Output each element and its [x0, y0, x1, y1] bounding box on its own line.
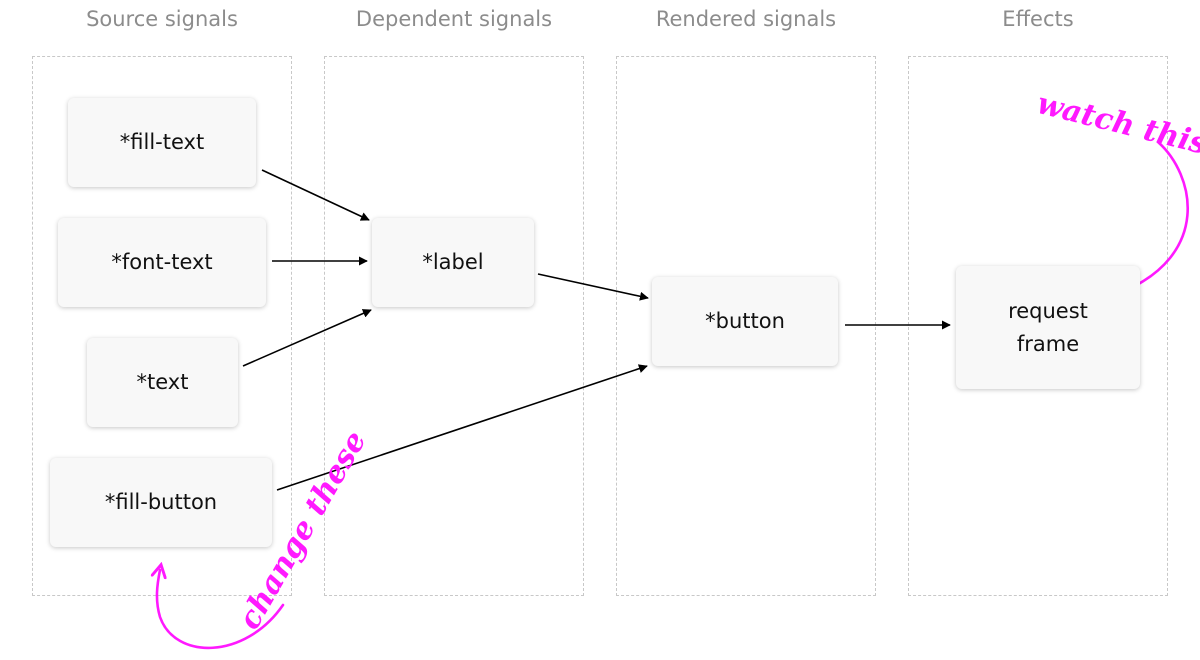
column-title-dependent: Dependent signals: [355, 7, 553, 31]
node-request-frame-line1: request: [1008, 298, 1088, 323]
edge-fill-button-to-button: [276, 364, 648, 491]
column-source: [32, 56, 292, 596]
column-dependent: [324, 56, 584, 596]
node-button-label: *button: [705, 309, 785, 333]
column-title-rendered: Rendered signals: [655, 7, 837, 31]
node-fill-button: *fill-button: [50, 458, 272, 547]
change-these-curve: [157, 570, 285, 650]
node-fill-button-label: *fill-button: [104, 490, 218, 514]
node-font-text: *font-text: [58, 218, 266, 307]
node-fill-text: *fill-text: [68, 98, 256, 187]
column-title-effects: Effects: [1002, 7, 1074, 31]
node-button: *button: [652, 277, 838, 366]
column-rendered: [616, 56, 876, 596]
edge-text-to-label: [242, 309, 372, 367]
edge-fill-text-to-label: [261, 169, 370, 221]
watch-this-curve: [1120, 140, 1189, 293]
node-request-frame: request frame: [956, 266, 1140, 389]
node-text: *text: [87, 338, 238, 427]
node-label: *label: [372, 218, 534, 307]
column-effects: [908, 56, 1168, 596]
column-title-source: Source signals: [86, 7, 238, 31]
edge-label-to-button: [537, 273, 649, 301]
node-fill-text-label: *fill-text: [119, 130, 205, 154]
node-text-label: *text: [136, 370, 189, 394]
node-font-text-label: *font-text: [111, 250, 213, 274]
node-request-frame-line2: frame: [1016, 331, 1080, 356]
node-label-label: *label: [422, 250, 484, 274]
